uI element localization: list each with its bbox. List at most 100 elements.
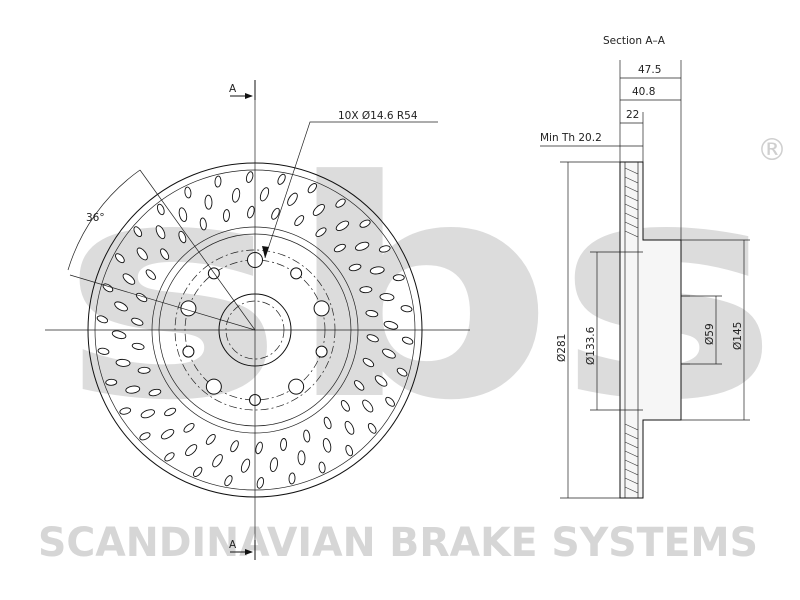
drilled-hole bbox=[348, 263, 362, 272]
locating-hole bbox=[315, 345, 328, 358]
drilled-hole bbox=[156, 203, 165, 216]
vane bbox=[624, 221, 639, 229]
dim-hat-diameter: Ø133.6 bbox=[585, 326, 597, 365]
section-arrowhead-top bbox=[245, 93, 253, 99]
drilled-hole bbox=[178, 230, 187, 244]
section-mark-bottom: A bbox=[229, 539, 237, 551]
drilled-hole bbox=[359, 219, 371, 228]
locating-hole bbox=[290, 267, 303, 280]
drilled-hole bbox=[137, 366, 151, 374]
drilled-hole bbox=[148, 388, 162, 397]
drilled-hole bbox=[303, 429, 311, 443]
hole-callout: 10X Ø14.6 R54 bbox=[338, 110, 418, 122]
drilled-hole bbox=[315, 227, 327, 238]
drilled-hole bbox=[401, 336, 414, 345]
drilled-hole bbox=[379, 293, 395, 302]
drilled-hole bbox=[230, 440, 239, 453]
drilled-hole bbox=[383, 320, 399, 330]
section-arrowhead-bottom bbox=[245, 549, 253, 555]
drilled-hole bbox=[212, 454, 223, 468]
bolt-hole bbox=[288, 378, 305, 395]
drilled-hole bbox=[392, 274, 405, 282]
drilled-hole bbox=[259, 187, 270, 202]
drilled-hole bbox=[178, 207, 188, 222]
drilled-hole bbox=[139, 432, 151, 441]
drilled-hole bbox=[294, 215, 305, 227]
drilled-hole bbox=[323, 416, 332, 430]
drilled-hole bbox=[335, 220, 350, 232]
dim-total-width: 47.5 bbox=[638, 64, 661, 76]
drilled-hole bbox=[354, 380, 365, 391]
angle-label: 36° bbox=[86, 212, 105, 224]
drilled-hole bbox=[140, 409, 155, 419]
vane bbox=[624, 194, 639, 202]
drilled-hole bbox=[340, 400, 350, 412]
drilled-hole bbox=[97, 347, 110, 355]
drilled-hole bbox=[204, 194, 213, 210]
drilled-hole bbox=[385, 396, 395, 407]
drilled-hole bbox=[183, 422, 195, 433]
drilled-hole bbox=[231, 187, 241, 203]
vane bbox=[624, 450, 639, 458]
drilled-hole bbox=[136, 247, 148, 261]
drilled-hole bbox=[160, 428, 175, 440]
drilled-hole bbox=[374, 375, 388, 387]
dim-rotor-width: 22 bbox=[626, 109, 639, 121]
vane bbox=[624, 185, 639, 193]
vane bbox=[624, 441, 639, 449]
dim-hub-diameter: Ø145 bbox=[732, 322, 744, 350]
vane bbox=[624, 423, 639, 431]
drilled-hole bbox=[131, 342, 145, 351]
vane bbox=[624, 486, 639, 494]
vane bbox=[624, 176, 639, 184]
bolt-hole bbox=[180, 300, 197, 317]
drilled-hole bbox=[367, 422, 377, 434]
drilled-hole bbox=[378, 245, 391, 253]
drilled-hole bbox=[382, 348, 396, 359]
registered-mark: ® bbox=[757, 133, 787, 168]
drilled-hole bbox=[255, 441, 263, 455]
drilled-hole bbox=[240, 458, 251, 473]
drilled-hole bbox=[362, 357, 375, 368]
drilled-hole bbox=[288, 472, 296, 485]
drilled-hole bbox=[312, 203, 325, 216]
dim-outer-diameter: Ø281 bbox=[556, 334, 568, 362]
drilled-hole bbox=[222, 209, 230, 222]
vane bbox=[624, 477, 639, 485]
drilled-hole bbox=[365, 309, 379, 318]
drilled-hole bbox=[155, 225, 166, 240]
vane bbox=[624, 167, 639, 175]
drilled-hole bbox=[355, 241, 370, 251]
min-thickness: Min Th 20.2 bbox=[540, 132, 602, 144]
drilled-hole bbox=[280, 438, 288, 451]
drilled-hole bbox=[185, 444, 198, 457]
drilled-hole bbox=[256, 477, 265, 489]
drilled-hole bbox=[114, 301, 128, 312]
cooling-vanes bbox=[624, 167, 639, 494]
drilled-hole bbox=[115, 358, 131, 367]
drilled-hole bbox=[164, 407, 177, 417]
angle-ray bbox=[139, 169, 256, 331]
drilled-hole bbox=[359, 286, 373, 294]
drilled-hole bbox=[122, 273, 136, 285]
drilled-hole bbox=[125, 385, 141, 394]
drilled-hole bbox=[160, 248, 170, 260]
front-view: 36° 10X Ø14.6 R54 A A bbox=[45, 80, 470, 560]
vane bbox=[624, 459, 639, 467]
drilled-hole bbox=[184, 186, 192, 199]
drilled-hole bbox=[245, 171, 254, 183]
section-title: Section A–A bbox=[603, 35, 666, 47]
drilled-hole bbox=[145, 269, 156, 280]
drilled-hole bbox=[366, 334, 379, 343]
company-name-watermark: SCANDINAVIAN BRAKE SYSTEMS bbox=[38, 520, 758, 566]
drilled-hole bbox=[224, 475, 233, 487]
drilled-hole bbox=[96, 315, 109, 324]
drilled-hole bbox=[119, 407, 132, 415]
drilled-hole bbox=[344, 420, 355, 435]
drilled-hole bbox=[335, 198, 346, 208]
drilled-hole bbox=[345, 444, 354, 457]
bolt-hole bbox=[205, 378, 222, 395]
drilled-hole bbox=[333, 243, 346, 253]
drilled-hole bbox=[271, 207, 280, 220]
